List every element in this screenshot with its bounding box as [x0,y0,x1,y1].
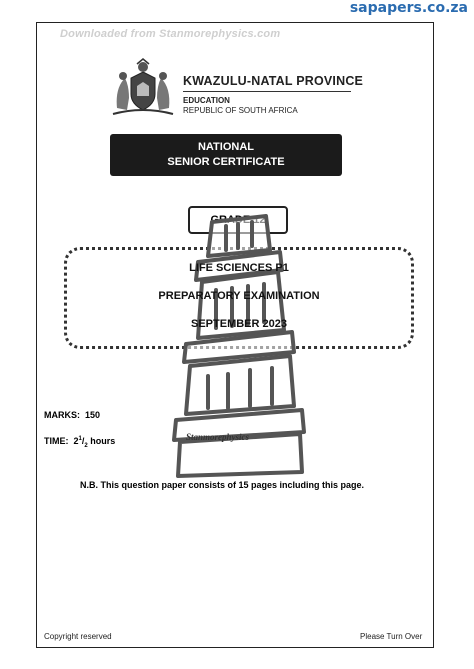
tower-watermark-label: Stanmorephysics [186,432,250,442]
marks-label: MARKS: [44,410,80,420]
time-fraction-denominator: 2 [84,442,88,449]
department-name: EDUCATION [183,96,230,105]
coat-of-arms-icon [112,58,174,115]
province-name: KWAZULU-NATAL PROVINCE [183,74,364,88]
subject-title: LIFE SCIENCES P1 [189,262,289,274]
marks-value: 150 [85,410,101,420]
certificate-banner: NATIONAL SENIOR CERTIFICATE [110,134,342,176]
exam-type: PREPARATORY EXAMINATION [158,290,320,302]
download-watermark: Downloaded from Stanmorephysics.com [60,28,281,40]
certificate-line-1: NATIONAL [197,141,254,153]
header-divider [183,91,351,92]
time-fraction-numerator: 1 [78,436,82,442]
turn-over-footer: Please Turn Over [360,632,423,641]
page-frame [36,22,434,648]
page-count-note: N.B. This question paper consists of 15 … [80,480,365,490]
department-header: KWAZULU-NATAL PROVINCE EDUCATION REPUBLI… [183,74,363,115]
time-line: TIME: 21/2 hours [44,436,116,449]
site-link[interactable]: sapapers.co.za [349,0,468,16]
republic-name: REPUBLIC OF SOUTH AFRICA [183,106,298,115]
stanmorephysics-tower-watermark [172,214,306,478]
time-whole: 2 [73,436,79,446]
time-label: TIME: [44,436,69,446]
exam-date: SEPTEMBER 2023 [191,318,287,330]
marks-line: MARKS: 150 [44,410,100,420]
time-unit: hours [90,436,116,446]
certificate-line-2: SENIOR CERTIFICATE [167,156,285,168]
copyright-footer: Copyright reserved [44,632,112,641]
